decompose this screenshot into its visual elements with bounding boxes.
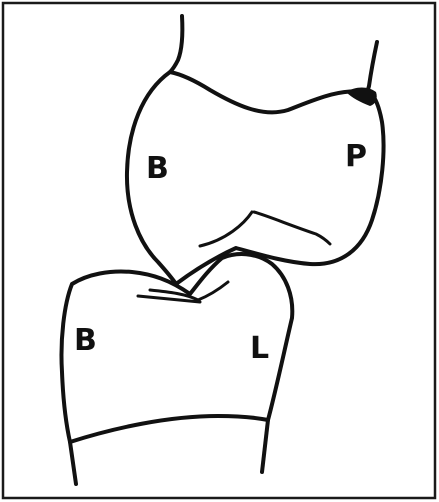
lower-buccal-label: B — [74, 323, 97, 358]
upper-buccal-label: B — [146, 151, 169, 186]
upper-palatal-label: P — [345, 139, 367, 174]
lower-lingual-label: L — [250, 331, 269, 366]
